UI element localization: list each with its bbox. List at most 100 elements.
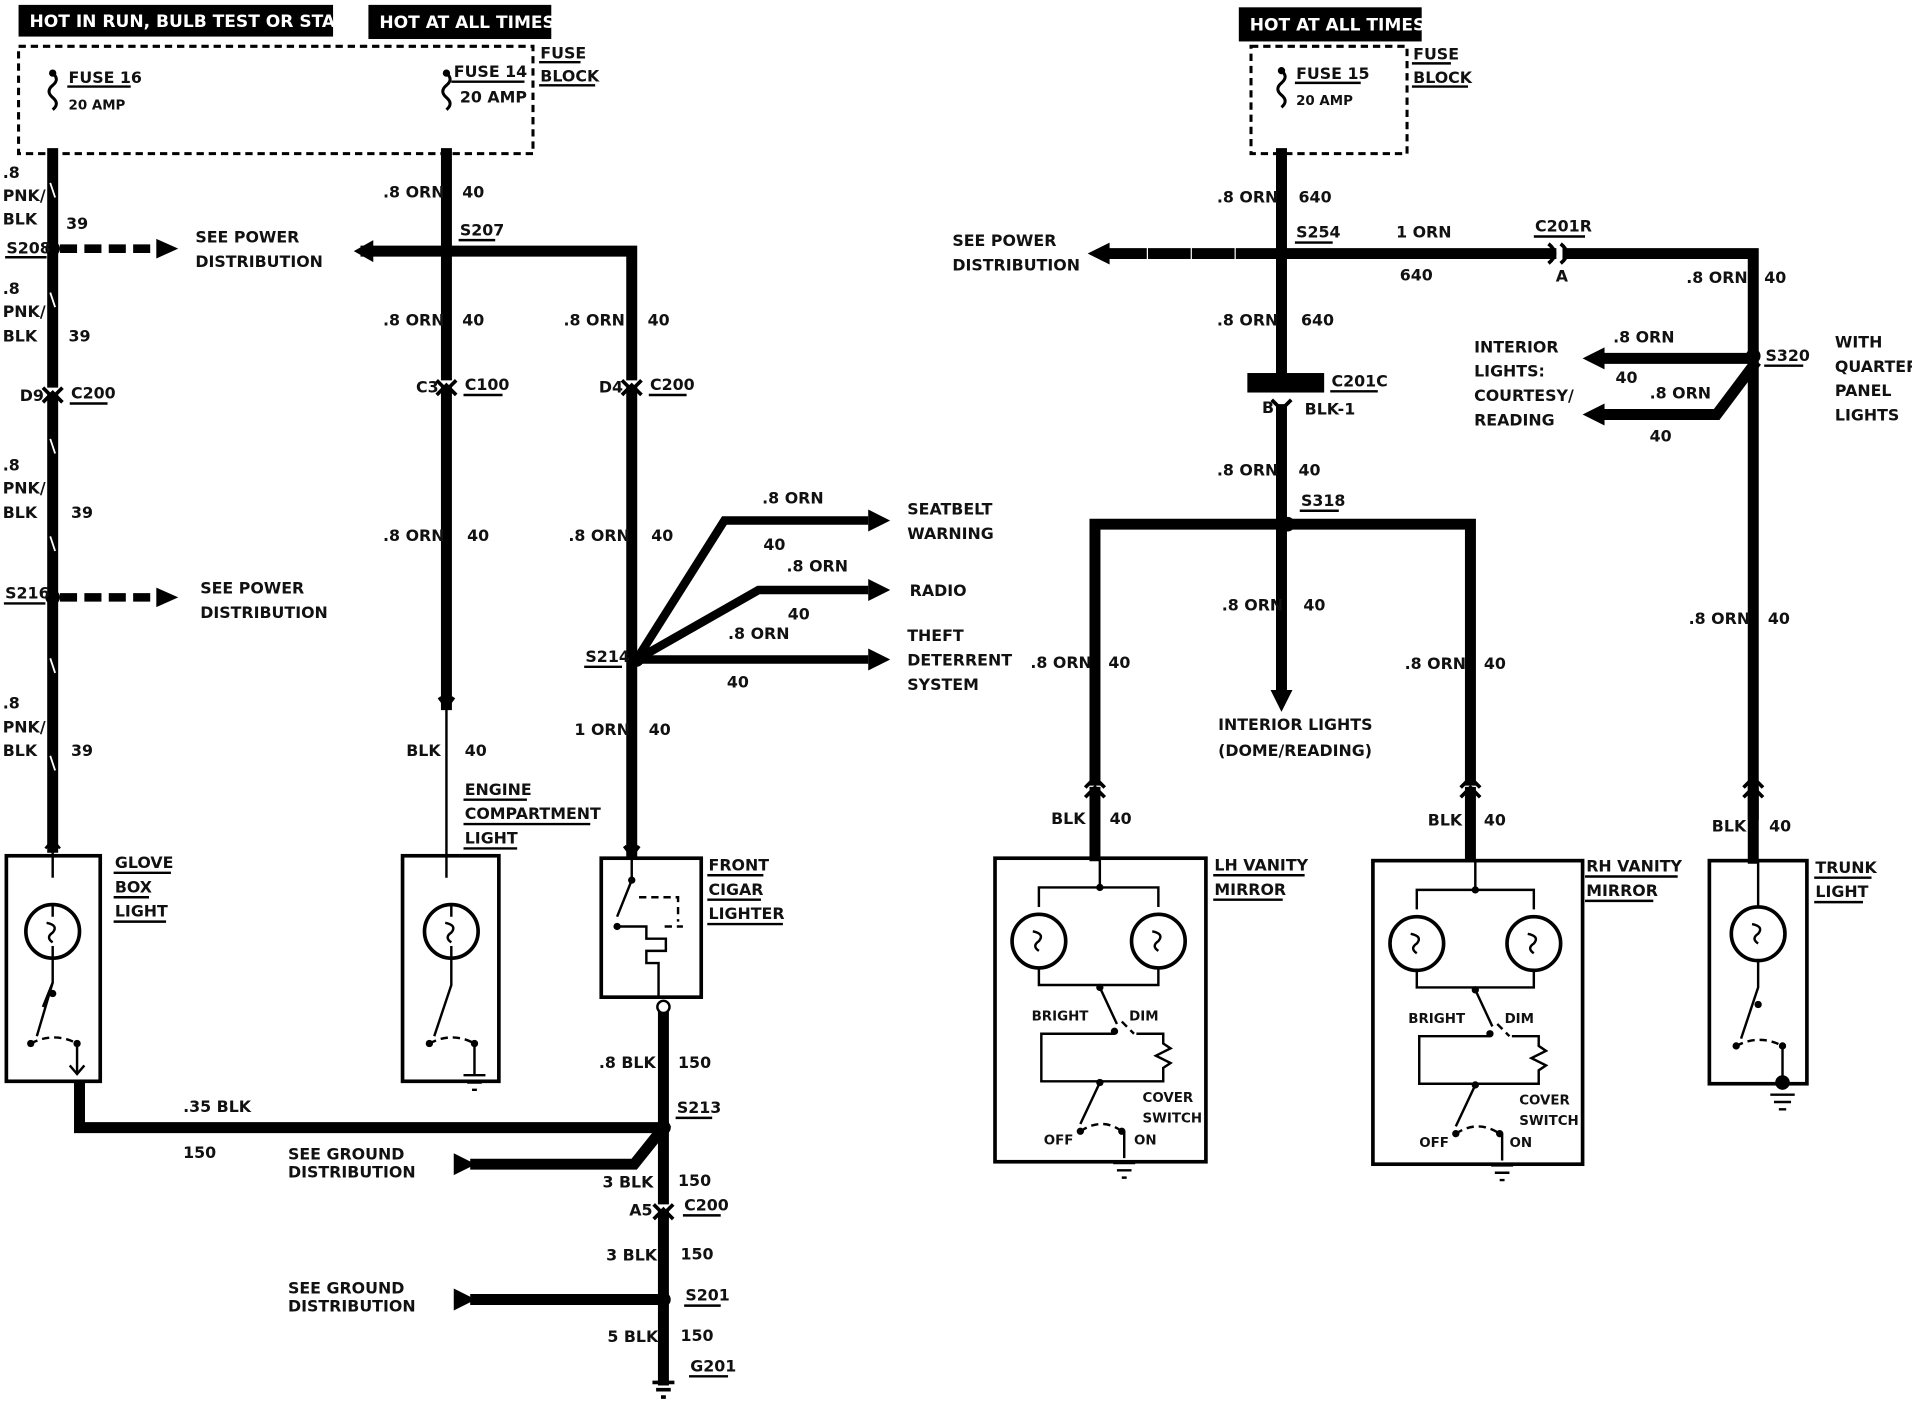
svg-text:WITH: WITH <box>1835 332 1882 351</box>
arrow-ground-1 <box>453 1119 672 1176</box>
svg-text:HOT IN RUN, BULB TEST OR START: HOT IN RUN, BULB TEST OR START <box>30 12 360 32</box>
svg-text:G201: G201 <box>690 1356 736 1375</box>
svg-text:.8 ORN: .8 ORN <box>1217 460 1278 479</box>
svg-text:150: 150 <box>680 1244 713 1263</box>
svg-text:SEE GROUND: SEE GROUND <box>288 1278 404 1297</box>
svg-text:PNK/: PNK/ <box>3 302 46 321</box>
svg-text:.8 ORN: .8 ORN <box>1650 384 1711 403</box>
splice-s208 <box>45 241 60 256</box>
svg-text:.8 ORN: .8 ORN <box>383 310 444 329</box>
header-hot-always-right: HOT AT ALL TIMES <box>1238 7 1425 42</box>
svg-text:BLOCK: BLOCK <box>540 67 600 86</box>
svg-text:FUSE 16: FUSE 16 <box>69 68 142 87</box>
wire-orn-40-s318 <box>1089 404 1476 786</box>
svg-text:S201: S201 <box>685 1286 729 1305</box>
glove-box-light <box>4 838 103 1084</box>
svg-text:.8 ORN: .8 ORN <box>383 182 444 201</box>
fuse-block-left: FUSE BLOCK FUSE 16 20 AMP FUSE 14 20 AMP <box>17 44 600 156</box>
fuse-16-icon <box>47 69 58 111</box>
svg-text:RADIO: RADIO <box>910 581 967 600</box>
svg-text:FUSE 14: FUSE 14 <box>454 62 527 81</box>
svg-text:BLK: BLK <box>406 741 441 760</box>
svg-text:LIGHT: LIGHT <box>1815 882 1868 901</box>
svg-text:FRONT: FRONT <box>709 855 770 874</box>
svg-text:40: 40 <box>1484 810 1506 829</box>
svg-text:40: 40 <box>1650 426 1672 445</box>
svg-text:40: 40 <box>1769 816 1791 835</box>
svg-text:CIGAR: CIGAR <box>709 880 764 899</box>
svg-text:DISTRIBUTION: DISTRIBUTION <box>195 252 323 271</box>
svg-text:S320: S320 <box>1765 346 1809 365</box>
svg-text:OFF: OFF <box>1044 1134 1074 1149</box>
svg-text:PANEL: PANEL <box>1835 381 1892 400</box>
svg-text:40: 40 <box>649 720 671 739</box>
svg-text:SYSTEM: SYSTEM <box>907 675 979 694</box>
branch-theft <box>636 648 891 671</box>
svg-text:3 BLK: 3 BLK <box>606 1245 658 1264</box>
svg-text:GLOVE: GLOVE <box>115 853 174 872</box>
svg-text:.8 ORN: .8 ORN <box>1613 328 1674 347</box>
svg-text:PNK/: PNK/ <box>3 479 46 498</box>
trunk-light <box>1707 858 1809 1111</box>
connector-c100-c3 <box>435 379 458 397</box>
svg-text:A: A <box>1556 267 1569 286</box>
svg-text:40: 40 <box>1110 809 1132 828</box>
svg-text:.8: .8 <box>3 279 20 298</box>
svg-text:S318: S318 <box>1301 491 1345 510</box>
svg-text:LIGHTER: LIGHTER <box>709 904 785 923</box>
svg-text:BLK-1: BLK-1 <box>1305 399 1356 418</box>
connector-c200-a5 <box>652 1203 675 1221</box>
svg-text:.8 ORN: .8 ORN <box>383 526 444 545</box>
svg-text:SWITCH: SWITCH <box>1143 1112 1203 1127</box>
svg-text:40: 40 <box>465 741 487 760</box>
svg-text:S254: S254 <box>1296 223 1340 242</box>
svg-text:DISTRIBUTION: DISTRIBUTION <box>288 1297 416 1316</box>
svg-text:640: 640 <box>1301 310 1334 329</box>
svg-text:39: 39 <box>71 741 93 760</box>
branch-radio <box>634 579 891 664</box>
svg-text:PNK/: PNK/ <box>3 718 46 737</box>
lh-vanity-mirror <box>993 856 1208 1179</box>
svg-text:.8: .8 <box>3 163 20 182</box>
arrow-s254-power <box>1087 242 1280 265</box>
svg-text:40: 40 <box>1108 653 1130 672</box>
svg-text:150: 150 <box>678 1171 711 1190</box>
connector-c201r <box>1547 242 1569 265</box>
fuse-14-icon <box>441 69 452 111</box>
svg-text:C200: C200 <box>71 384 116 403</box>
svg-text:20 AMP: 20 AMP <box>1296 94 1353 109</box>
svg-text:BRIGHT: BRIGHT <box>1032 1009 1090 1024</box>
wire-pnk-blk-39 <box>47 148 59 853</box>
svg-text:DIM: DIM <box>1129 1009 1158 1024</box>
svg-text:DIM: DIM <box>1505 1012 1534 1027</box>
splice-s216 <box>45 590 60 605</box>
svg-text:COVER: COVER <box>1143 1091 1194 1106</box>
svg-text:C201C: C201C <box>1331 371 1387 390</box>
svg-text:BRIGHT: BRIGHT <box>1408 1012 1466 1027</box>
svg-text:S216: S216 <box>5 584 49 603</box>
svg-text:LIGHTS: LIGHTS <box>1835 406 1899 425</box>
svg-text:LIGHT: LIGHT <box>465 829 518 848</box>
svg-text:RH VANITY: RH VANITY <box>1586 857 1682 876</box>
svg-text:.8 ORN: .8 ORN <box>1686 268 1747 287</box>
svg-text:.8 ORN: .8 ORN <box>1689 609 1750 628</box>
svg-text:COURTESY/: COURTESY/ <box>1474 386 1574 405</box>
svg-text:40: 40 <box>1764 268 1786 287</box>
splice-s318 <box>1280 516 1295 532</box>
connector-trunk <box>1742 775 1765 864</box>
svg-text:BOX: BOX <box>115 877 152 896</box>
svg-text:INTERIOR: INTERIOR <box>1474 337 1558 356</box>
header-hot-run: HOT IN RUN, BULB TEST OR START <box>18 4 360 37</box>
svg-text:40: 40 <box>727 673 749 692</box>
svg-text:BLK: BLK <box>3 503 38 522</box>
branch-seatbelt <box>633 509 891 662</box>
svg-text:LH VANITY: LH VANITY <box>1214 855 1308 874</box>
branch-courtesy-2 <box>1582 358 1761 426</box>
svg-text:HOT AT ALL TIMES: HOT AT ALL TIMES <box>1250 15 1425 35</box>
svg-text:.8 BLK: .8 BLK <box>599 1053 657 1072</box>
svg-text:S213: S213 <box>677 1098 721 1117</box>
svg-text:1 ORN: 1 ORN <box>1396 223 1451 242</box>
fuse-block-right: FUSE BLOCK FUSE 15 20 AMP <box>1249 45 1473 156</box>
wire-blk-150 <box>74 1006 669 1386</box>
